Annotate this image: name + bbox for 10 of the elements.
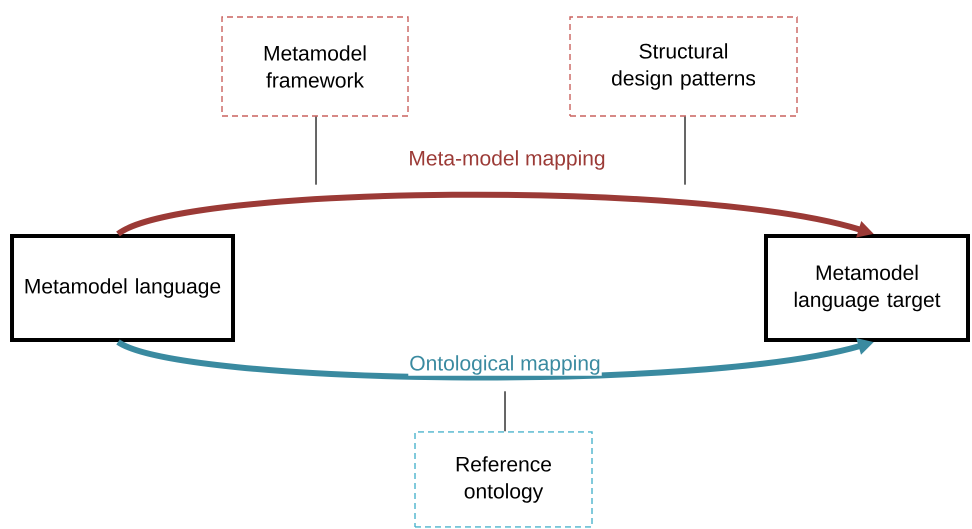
concept-box: Structural design patterns [569,16,798,117]
edge-label: Meta-model mapping [407,149,607,171]
concept-box: Reference ontology [414,431,593,528]
leader-line [504,391,506,432]
leader-line [315,116,317,185]
concept-box: Metamodel framework [221,16,409,117]
language-box: Metamodel language [10,234,235,342]
language-box: Metamodel language target [764,234,970,342]
leader-line [684,116,686,185]
edge-label: Ontological mapping [408,354,602,376]
